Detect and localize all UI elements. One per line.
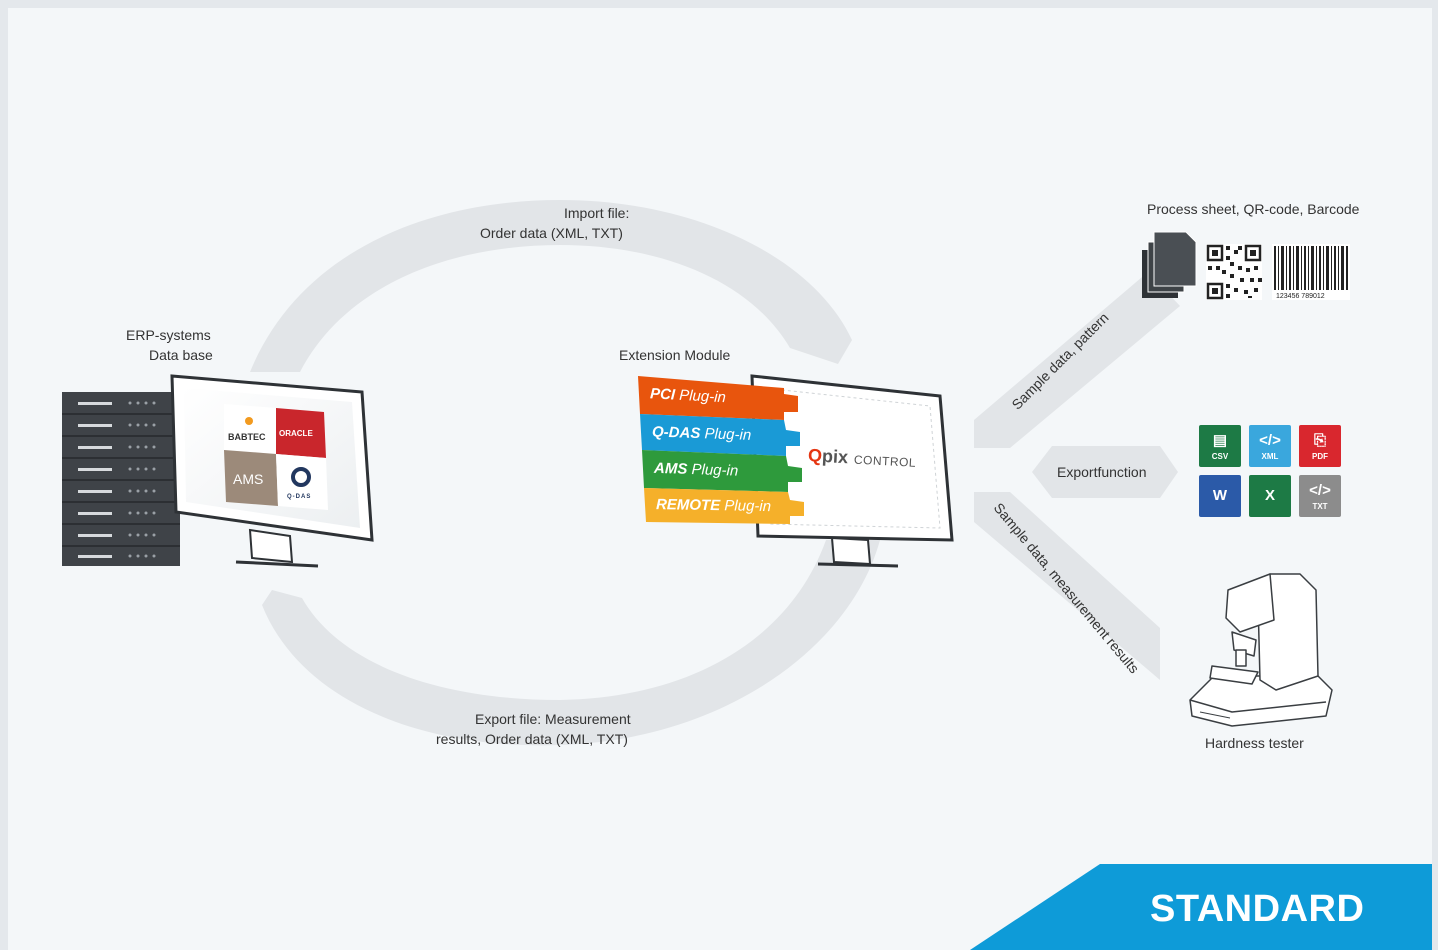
export-label-line1: Export file: Measurement bbox=[475, 711, 631, 727]
oracle-logo-text: ORACLE bbox=[279, 429, 313, 438]
plugin-ams-brand: AMS bbox=[653, 459, 688, 478]
xml-icon: </> XML bbox=[1249, 425, 1291, 467]
process-sheet-label: Process sheet, QR-code, Barcode bbox=[1147, 201, 1360, 217]
barcode-icon: 123456 789012 bbox=[1272, 244, 1350, 300]
import-label-line1: Import file: bbox=[564, 205, 630, 221]
export-label-line2: results, Order data (XML, TXT) bbox=[436, 731, 628, 747]
excel-icon: X bbox=[1249, 475, 1291, 517]
plugin-remote bbox=[644, 488, 804, 524]
qpix-monitor bbox=[750, 374, 954, 568]
pdf-icon: ⎘ PDF bbox=[1299, 425, 1341, 467]
qpix-control: CONTROL bbox=[853, 452, 917, 470]
babtec-logo-tile bbox=[224, 404, 276, 454]
csv-icon-glyph: ▤ bbox=[1212, 432, 1228, 449]
xml-icon-tag: XML bbox=[1261, 452, 1279, 461]
csv-icon-tag: CSV bbox=[1211, 452, 1229, 461]
qdas-logo-text: Q-DAS bbox=[287, 494, 311, 500]
plugin-ams-suffix: Plug-in bbox=[691, 461, 739, 480]
pdf-icon-tag: PDF bbox=[1312, 452, 1328, 461]
word-icon-glyph: W bbox=[1212, 487, 1228, 504]
word-icon: W bbox=[1199, 475, 1241, 517]
xml-icon-glyph: </> bbox=[1259, 432, 1281, 449]
plugin-remote-suffix: Plug-in bbox=[724, 497, 772, 516]
standard-badge-text: STANDARD bbox=[1150, 888, 1365, 930]
qdas-logo-tile bbox=[276, 454, 328, 510]
txt-icon: </> TXT bbox=[1299, 475, 1341, 517]
plugin-qdas-brand: Q-DAS bbox=[651, 423, 701, 443]
ams-logo-tile bbox=[224, 450, 278, 506]
extension-module-label: Extension Module bbox=[619, 347, 731, 363]
plugin-remote-brand: REMOTE bbox=[655, 496, 721, 515]
import-label-line2: Order data (XML, TXT) bbox=[480, 225, 623, 241]
plugin-pci-label: PCI Plug-in bbox=[639, 378, 727, 414]
oracle-logo-tile bbox=[276, 408, 326, 458]
documents-icon bbox=[1142, 231, 1197, 298]
csv-icon: ▤ CSV bbox=[1199, 425, 1241, 467]
erp-label-line1: ERP-systems bbox=[126, 327, 211, 343]
qpix-pix: pix bbox=[821, 445, 849, 468]
plugin-qdas bbox=[640, 414, 800, 456]
ams-logo-text: AMS bbox=[233, 471, 263, 487]
txt-icon-tag: TXT bbox=[1312, 502, 1328, 511]
plugin-remote-label: REMOTE Plug-in bbox=[646, 489, 772, 523]
pattern-arrow bbox=[974, 272, 1180, 448]
babtec-logo-text: BABTEC bbox=[228, 432, 266, 442]
server-rack bbox=[62, 392, 180, 566]
plugin-stack bbox=[638, 376, 804, 524]
standard-badge bbox=[970, 864, 1432, 950]
exportfunction-label: Exportfunction bbox=[1057, 464, 1147, 480]
plugin-pci bbox=[638, 376, 798, 420]
hardness-tester-icon bbox=[1189, 573, 1333, 727]
measurement-arrow bbox=[974, 492, 1160, 680]
qr-code-icon bbox=[1206, 244, 1262, 300]
hardness-tester-label: Hardness tester bbox=[1205, 735, 1304, 751]
import-arrow bbox=[250, 200, 852, 372]
plugin-ams-label: AMS Plug-in bbox=[643, 452, 739, 487]
plugin-pci-brand: PCI bbox=[649, 385, 676, 404]
babtec-logo-icon bbox=[245, 417, 253, 425]
qdas-logo-icon bbox=[291, 467, 311, 487]
plugin-qdas-suffix: Plug-in bbox=[704, 425, 752, 444]
pdf-icon-glyph: ⎘ bbox=[1313, 432, 1326, 449]
plugin-ams bbox=[642, 450, 802, 492]
plugin-pci-suffix: Plug-in bbox=[678, 386, 727, 407]
plugin-qdas-label: Q-DAS Plug-in bbox=[641, 416, 752, 452]
erp-label-line2: Data base bbox=[149, 347, 213, 363]
exportfunction-arrow bbox=[1032, 446, 1178, 498]
txt-icon-glyph: </> bbox=[1309, 482, 1331, 499]
qpix-q: Q bbox=[807, 445, 823, 466]
barcode-number: 123456 789012 bbox=[1276, 293, 1325, 300]
export-arrow bbox=[262, 540, 880, 746]
excel-icon-glyph: X bbox=[1264, 487, 1275, 504]
